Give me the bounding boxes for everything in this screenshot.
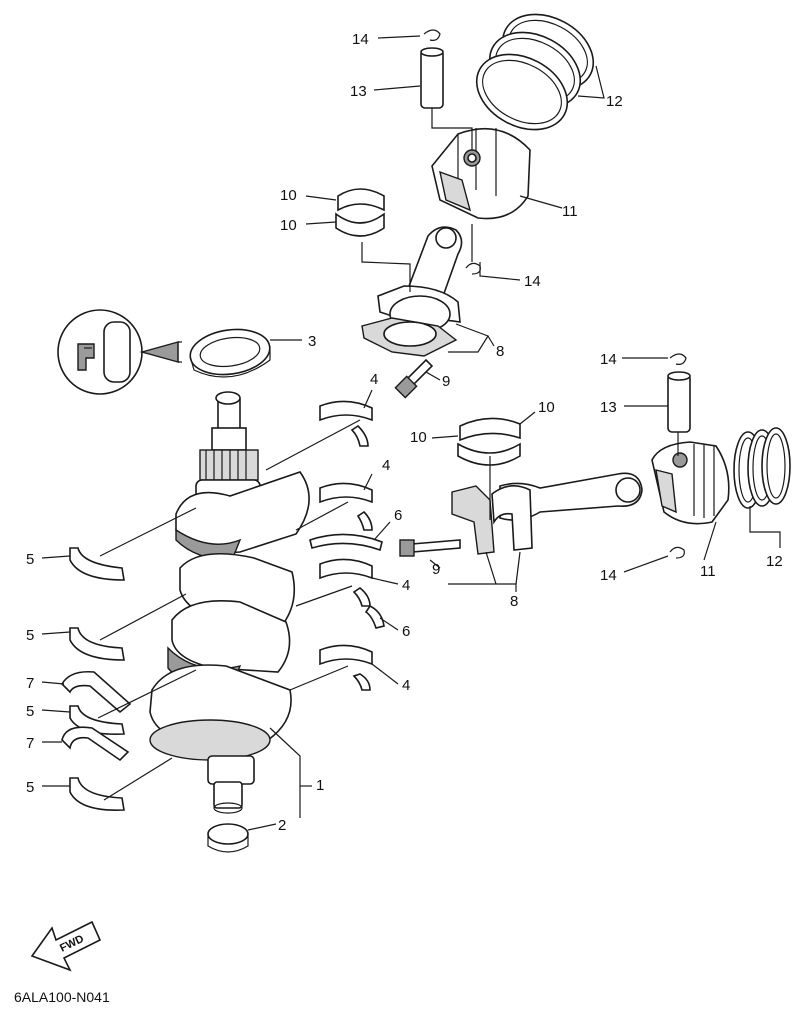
diagram-code: 6ALA100-N041 bbox=[14, 989, 110, 1005]
circlip-lower-bottom bbox=[669, 546, 685, 559]
callout-2: 2 bbox=[278, 817, 286, 834]
callout-9: 9 bbox=[432, 561, 440, 578]
piston-pin-lower bbox=[667, 371, 691, 433]
callout-12: 12 bbox=[606, 93, 623, 110]
crankshaft bbox=[149, 391, 310, 814]
callout-8: 8 bbox=[496, 343, 504, 360]
thrust-washer-6-lower bbox=[364, 604, 385, 629]
callout-5: 5 bbox=[26, 779, 34, 796]
main-bearing-upper-4 bbox=[319, 644, 373, 691]
piston-rings-lower bbox=[733, 427, 791, 509]
callout-14: 14 bbox=[352, 31, 369, 48]
piston-rings-upper bbox=[475, 13, 595, 131]
callout-13: 13 bbox=[600, 399, 617, 416]
main-bearing-upper-3 bbox=[319, 558, 373, 607]
callout-11: 11 bbox=[700, 563, 716, 580]
callout-14: 14 bbox=[600, 567, 617, 584]
main-bearing-upper-1 bbox=[319, 400, 373, 447]
main-bearing-lower-1 bbox=[69, 547, 125, 581]
callout-14: 14 bbox=[524, 273, 541, 290]
callout-7: 7 bbox=[26, 675, 34, 692]
main-bearing-lower-4 bbox=[69, 777, 125, 811]
callout-labels: 14 13 12 11 10 10 14 3 8 9 4 4 6 4 6 4 5… bbox=[26, 31, 783, 834]
detail-magnifier-icon bbox=[57, 309, 182, 395]
circlip-upper-bottom bbox=[465, 262, 481, 275]
callout-9: 9 bbox=[442, 373, 450, 390]
conrod-bolt-lower bbox=[399, 539, 461, 557]
callout-5: 5 bbox=[26, 703, 34, 720]
callout-11: 11 bbox=[562, 203, 578, 220]
oil-seal bbox=[189, 328, 271, 378]
fwd-arrow-icon: FWD bbox=[30, 920, 102, 972]
callout-4: 4 bbox=[402, 577, 410, 594]
callout-14: 14 bbox=[600, 351, 617, 368]
callout-6: 6 bbox=[402, 623, 410, 640]
callout-4: 4 bbox=[402, 677, 410, 694]
conrod-bolt-upper bbox=[394, 358, 434, 399]
callout-13: 13 bbox=[350, 83, 367, 100]
piston-pin-upper bbox=[420, 47, 444, 109]
conrod-bearing-upper bbox=[335, 188, 385, 237]
callout-6: 6 bbox=[394, 507, 402, 524]
callout-8: 8 bbox=[510, 593, 518, 610]
leader-lines bbox=[41, 35, 781, 831]
callout-1: 1 bbox=[316, 777, 324, 794]
thrust-washer-6-upper bbox=[309, 533, 383, 552]
callout-10: 10 bbox=[410, 429, 427, 446]
callout-10: 10 bbox=[538, 399, 555, 416]
conrod-bearing-lower bbox=[457, 417, 521, 466]
thrust-washer-7-lower bbox=[61, 726, 130, 762]
callout-7: 7 bbox=[26, 735, 34, 752]
piston-lower bbox=[651, 441, 730, 525]
callout-10: 10 bbox=[280, 187, 297, 204]
callout-4: 4 bbox=[370, 371, 378, 388]
crank-bush bbox=[207, 823, 249, 853]
callout-12: 12 bbox=[766, 553, 783, 570]
thrust-washer-7-upper bbox=[61, 670, 132, 714]
connecting-rod-upper bbox=[361, 226, 463, 357]
main-bearing-lower-2 bbox=[69, 627, 125, 661]
callout-5: 5 bbox=[26, 551, 34, 568]
circlip-upper-top bbox=[423, 29, 441, 41]
main-bearing-upper-2 bbox=[319, 482, 373, 531]
callout-4: 4 bbox=[382, 457, 390, 474]
piston-upper bbox=[431, 127, 531, 220]
callout-3: 3 bbox=[308, 333, 316, 350]
callout-10: 10 bbox=[280, 217, 297, 234]
callout-5: 5 bbox=[26, 627, 34, 644]
circlip-lower-top bbox=[669, 353, 687, 365]
connecting-rod-lower bbox=[451, 472, 643, 555]
